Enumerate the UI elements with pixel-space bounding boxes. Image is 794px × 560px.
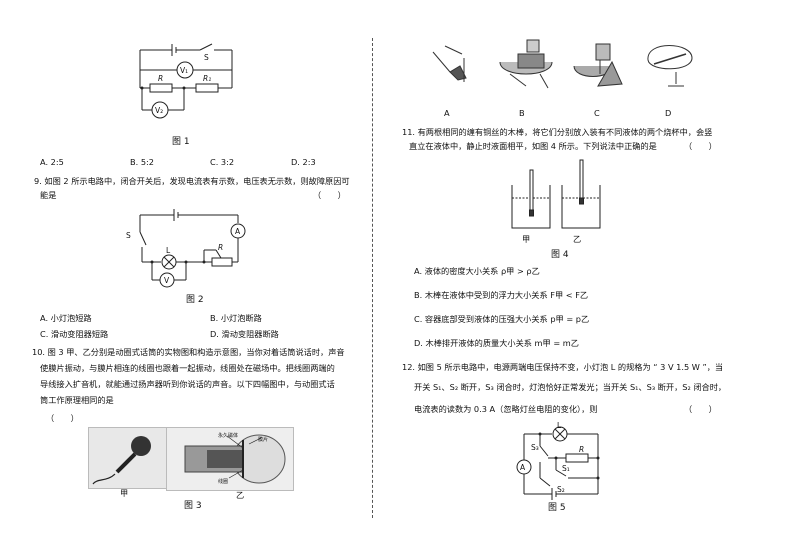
q8-option-b: B. 5:2 (130, 157, 154, 167)
q11-text-line1: 11. 有两根相同的缠有铜丝的木棒，将它们分别放入装有不同液体的两个烧杯中，会竖 (402, 127, 713, 137)
q12-answer-paren: （ ） (684, 404, 717, 414)
column-divider (372, 38, 373, 518)
q11-option-c: C. 容器底部受到液体的压强大小关系 p甲 = p乙 (414, 314, 590, 324)
q9-text-line1: 9. 如图 2 所示电路中，闭合开关后，发现电流表有示数，电压表无示数，则故障原… (34, 176, 350, 186)
q10-text-line1: 10. 图 3 甲、乙分别是动圈式话筒的实物图和构造示意图，当你对着话筒说话时，… (32, 347, 345, 357)
q8-option-a: A. 2:5 (40, 157, 64, 167)
fig5-lamp-label: L (557, 421, 562, 430)
q10-option-c-label: C (594, 108, 600, 118)
q10-answer-paren: （ ） (46, 413, 79, 423)
fig3-magnet-label: 永久磁体 (218, 433, 239, 439)
fig2-caption: 图 2 (186, 295, 204, 305)
q11-text-line2: 直立在液体中，静止时液面相平，如图 4 所示。下列说法中正确的是 (409, 141, 657, 151)
fig3-diaphragm-label: 膜片 (258, 437, 269, 443)
q12-text-line2: 开关 S₁、S₂ 断开，S₃ 闭合时，灯泡恰好正常发光；当开关 S₁、S₃ 断开… (414, 382, 727, 392)
q9-option-a: A. 小灯泡短路 (40, 313, 92, 323)
q9-answer-paren: （ ） (313, 190, 346, 200)
q11-option-d: D. 木棒排开液体的质量大小关系 m甲 = m乙 (414, 338, 579, 348)
fig1-caption: 图 1 (172, 137, 190, 147)
q9-option-d: D. 滑动变阻器断路 (210, 329, 279, 339)
fig3-coil-label: 线圈 (218, 479, 229, 485)
fig1-resistor-r1-label: R₁ (203, 74, 212, 83)
fig3-microphone-diagram (166, 427, 294, 491)
fig1-switch-label: S (204, 53, 209, 62)
fig2-switch-label: S (126, 231, 131, 240)
fig3-caption: 图 3 (184, 501, 202, 511)
q10-option-d-label: D (665, 108, 672, 118)
fig2-ammeter-label: A (235, 227, 241, 236)
fig5-ammeter-label: A (520, 463, 526, 472)
fig5-s2-label: S₂ (557, 485, 565, 494)
fig3-yi-label: 乙 (236, 490, 245, 500)
fig1-resistor-r-label: R (158, 74, 164, 83)
q10-option-a-label: A (444, 108, 450, 118)
fig1-voltmeter-2-label: V₂ (155, 106, 164, 115)
fig5-caption: 图 5 (548, 503, 566, 513)
q12-text-line1: 12. 如图 5 所示电路中，电源两端电压保持不变，小灯泡 L 的规格为 “ 3… (402, 362, 724, 372)
q11-option-b: B. 木棒在液体中受到的浮力大小关系 F甲 < F乙 (414, 290, 589, 300)
fig3-microphone-photo (88, 427, 168, 489)
q11-answer-paren: （ ） (684, 141, 717, 151)
q10-option-b-label: B (519, 108, 525, 118)
q10-text-line2: 使膜片振动，与膜片相连的线圈也跟着一起振动，线圈处在磁场中。把线圈两端的 (40, 363, 335, 373)
fig2-rheostat-label: R (218, 243, 224, 252)
fig5-s1-label: S₁ (562, 464, 570, 473)
q9-option-c: C. 滑动变阻器短路 (40, 329, 109, 339)
q8-option-d: D. 2:3 (291, 157, 316, 167)
fig2-lamp-label: L (166, 246, 171, 255)
q8-option-c: C. 3:2 (210, 157, 235, 167)
q10-text-line3: 导线接入扩音机，就能通过扬声器听到你说话的声音。以下四幅图中，与动圈式话 (40, 379, 335, 389)
fig1-voltmeter-1-label: V₁ (180, 66, 189, 75)
q9-text-line2: 能是 (40, 190, 57, 200)
q11-option-a: A. 液体的密度大小关系 ρ甲 > ρ乙 (414, 266, 540, 276)
q9-option-b: B. 小灯泡断路 (210, 313, 262, 323)
fig5-s3-label: S₃ (531, 443, 539, 452)
q10-text-line4: 筒工作原理相同的是 (40, 395, 114, 405)
fig3-jia-label: 甲 (120, 488, 129, 498)
fig4-caption: 图 4 (551, 250, 569, 260)
fig4-yi-label: 乙 (573, 234, 582, 244)
fig4-jia-label: 甲 (522, 234, 531, 244)
fig2-voltmeter-label: V (164, 276, 170, 285)
q12-text-line3: 电流表的读数为 0.3 A（忽略灯丝电阻的变化），则 (414, 404, 598, 414)
fig5-resistor-label: R (579, 445, 585, 454)
